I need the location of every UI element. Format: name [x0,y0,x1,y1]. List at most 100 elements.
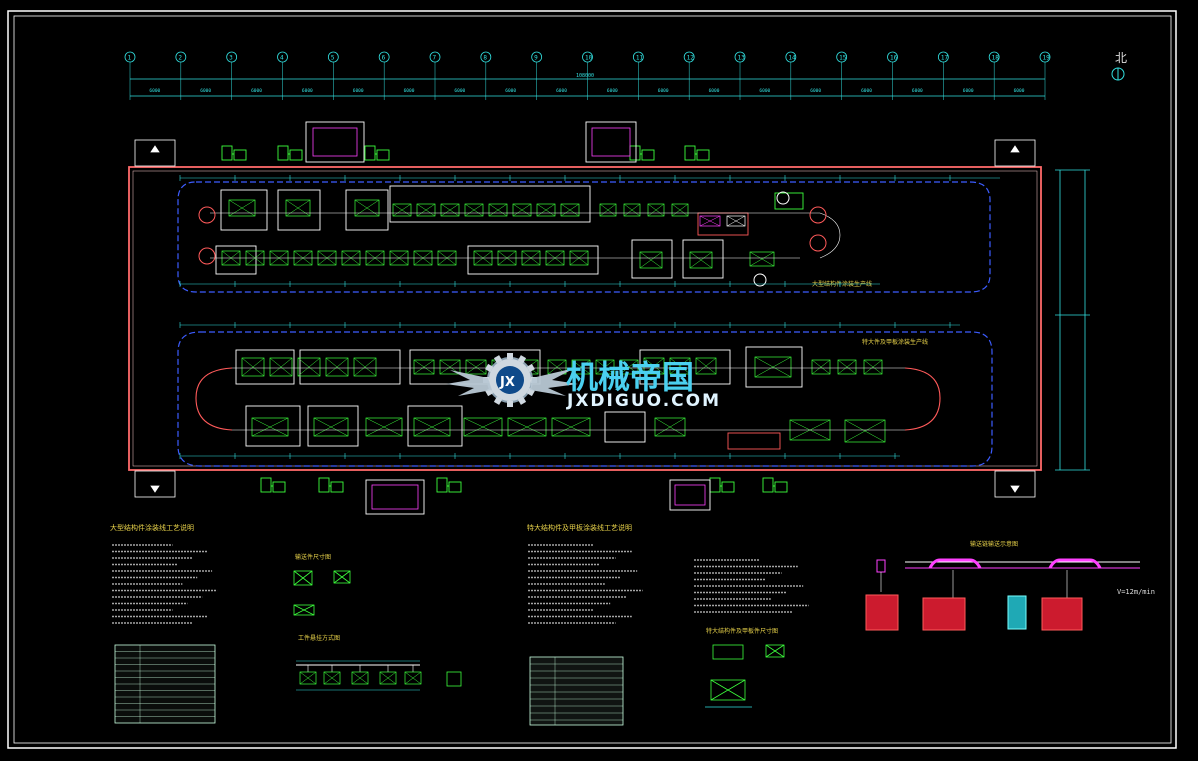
grid-axis-top: 1600026000360004600056000660007600086000… [124,51,1051,100]
conveyor-unit [440,203,460,217]
conveyor-unit [669,357,691,375]
conveyor-unit [354,199,380,217]
workshop-inner-wall [132,170,1038,467]
booth [631,239,673,279]
conveyor-unit [379,671,397,685]
mid-parts [293,570,351,616]
conveyor-unit [595,359,615,375]
booth [277,189,321,231]
conveyor-unit [560,203,580,217]
conveyor-unit [699,215,721,227]
conveyor-unit [512,203,532,217]
conveyor-unit [536,203,556,217]
booth [235,349,295,385]
right-notes-lines [528,544,643,624]
fan-unit-icon [364,145,376,161]
lower-conveyor-loop [177,331,993,467]
entry-arrows [134,139,1036,498]
tank-box [305,121,365,163]
conveyor-unit [726,215,746,227]
outside-equipment-bottom [260,477,788,515]
lower-line-row-1 [235,346,883,388]
booth [215,245,257,275]
booth [307,405,359,447]
far-notes-lines [694,559,809,613]
conveyor-unit [619,359,639,375]
special-part-detail [705,644,785,708]
conveyor-unit [413,417,451,437]
watermark-title: 机械帝国 [566,358,694,396]
mid-title-1: 输送件尺寸图 [295,553,331,561]
grid-spacing-label: 6000 [1014,88,1025,94]
booth [345,189,389,231]
conveyor-unit [811,359,831,375]
grid-label: 7 [433,55,437,62]
hanging-diagram [296,660,462,691]
north-label: 北 [1115,51,1127,65]
grid-label: 11 [636,55,644,62]
conveyor-unit [863,359,883,375]
booth [299,349,401,385]
grid-label: 19 [1043,55,1051,62]
right-notes-title: 特大结构件及甲板涂装线工艺说明 [527,523,632,532]
conveyor-unit [571,359,591,375]
fan-unit-icon [260,477,272,493]
conveyor-unit [404,671,422,685]
conveyor-unit [299,671,317,685]
conveyor-unit [365,417,403,437]
watermark: JX 机械帝国 JXDIGUO.COM [446,353,721,411]
booth [467,245,599,275]
upper-turnarounds [198,191,827,287]
lower-line-row-2 [245,405,886,450]
grid-spacing-label: 6000 [353,88,364,94]
grid-label: 2 [178,55,182,62]
grid-label: 3 [229,55,233,62]
conveyor-unit [689,251,713,269]
grid-spacing-label: 6000 [556,88,567,94]
conveyor-unit [551,417,591,437]
watermark-badge: JX [499,375,515,390]
fan-unit-icon [684,145,696,161]
grid-label: 10 [585,55,593,62]
fan-unit-icon [629,145,641,161]
booth [639,349,731,385]
watermark-subtitle: JXDIGUO.COM [566,391,721,411]
total-dimension-label: 108000 [576,73,594,79]
tank-box [669,479,711,511]
upper-flow-lines [210,212,841,259]
conveyor-unit [844,419,886,443]
grid-spacing-label: 6000 [709,88,720,94]
grid-spacing-label: 6000 [251,88,262,94]
tank-box [365,479,425,515]
conveyor-unit [228,199,256,217]
grid-label: 4 [280,55,284,62]
conveyor-unit [297,357,321,377]
conveyor-unit [671,203,689,217]
conveyor-schematic: V=12m/min [865,558,1155,631]
conveyor-unit [654,417,686,437]
overall-dimension: 108000 [130,73,1045,97]
grid-label: 18 [992,55,1000,62]
conveyor-unit [647,203,665,217]
conveyor-unit [241,357,265,377]
grid-spacing-label: 6000 [505,88,516,94]
inner-dimension-strings [179,175,1000,459]
far-right-title: 输送链输送示意图 [970,540,1018,548]
grid-label: 5 [331,55,335,62]
fan-unit-icon [436,477,448,493]
grid-label: 9 [534,55,538,62]
conveyor-unit [392,203,412,217]
lower-flow-lines [232,367,905,431]
conveyor-unit [463,417,503,437]
grid-label: 16 [890,55,898,62]
gear-logo-icon: JX [483,353,537,407]
conveyor-unit [623,203,641,217]
conveyor-unit [416,203,436,217]
booth [604,411,646,443]
grid-spacing-label: 6000 [963,88,974,94]
upper-conveyor-loop [177,181,991,293]
upper-line-row-2 [215,239,775,279]
fan-unit-icon [221,145,233,161]
conveyor-unit [643,357,665,375]
wing-logo-icon [446,368,578,396]
